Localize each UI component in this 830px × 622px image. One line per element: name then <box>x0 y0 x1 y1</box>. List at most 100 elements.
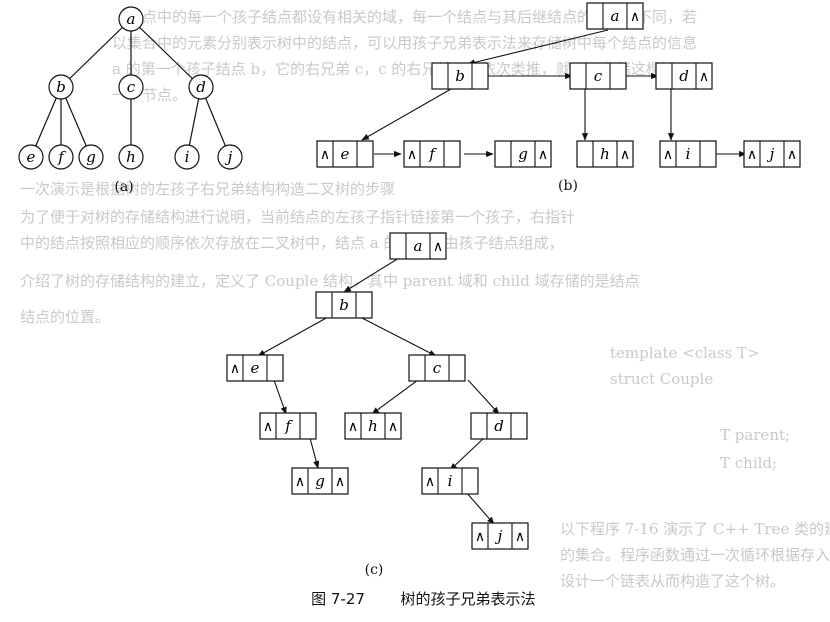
next-sibling-pointer: ∧ <box>335 474 345 490</box>
node-value: a <box>414 237 423 255</box>
bg-line: T child; <box>720 454 777 472</box>
c-node-g: ∧ g ∧ <box>291 467 349 495</box>
node-value: f <box>428 145 437 163</box>
first-child-pointer: ∧ <box>663 147 673 163</box>
caption-number: 图 7-27 <box>311 590 365 608</box>
tree-a: a b c d e f g h i j (a) <box>18 6 243 195</box>
c-node-j: ∧ j ∧ <box>471 522 529 550</box>
node-box <box>470 412 528 440</box>
arrow-b-e <box>257 316 329 357</box>
bg-line: 介绍了树的存储结构的建立，定义了 Couple 结构，其中 parent 域和 … <box>20 272 640 290</box>
node-box <box>471 522 529 550</box>
next-sibling-pointer: ∧ <box>433 239 443 255</box>
background-bleed-text: （结点中的每一个孩子结点都设有相关的域，每一个结点与其后继结点的关系都不同，若 … <box>20 8 830 590</box>
first-child-pointer: ∧ <box>425 474 435 490</box>
bg-line: a 的第一个孩子结点 b，它的右兄弟 c，c 的右兄弟 d，依次类推，就可以存储… <box>112 60 676 78</box>
arrow-c-h <box>371 379 419 415</box>
node-value: g <box>315 472 325 490</box>
node-e: e <box>18 144 44 170</box>
node-value: h <box>600 145 610 163</box>
b-node-b: b <box>431 62 489 90</box>
next-sibling-pointer: ∧ <box>515 529 525 545</box>
b-node-a: a∧ <box>586 2 644 30</box>
node-label: j <box>225 148 233 166</box>
c-node-h: ∧h∧ <box>344 412 402 440</box>
node-label: h <box>126 148 136 166</box>
b-node-i: ∧i <box>659 140 717 168</box>
first-child-pointer: ∧ <box>475 529 485 545</box>
c-node-i: ∧i <box>421 467 479 495</box>
edge-a-d <box>130 18 202 88</box>
node-box <box>291 467 349 495</box>
sub-label-c: (c) <box>365 562 384 578</box>
node-value: b <box>339 296 349 314</box>
edge-b-e <box>30 86 62 158</box>
node-box <box>408 354 466 382</box>
node-value: h <box>368 417 378 435</box>
c-node-e: ∧e <box>226 354 284 382</box>
b-node-g: g∧ <box>494 140 552 168</box>
sub-label-b: (b) <box>558 178 578 194</box>
arrow-e-f <box>273 379 287 415</box>
node-c: c <box>118 74 144 100</box>
node-box <box>344 412 402 440</box>
node-label: g <box>86 148 96 166</box>
bg-line: 结点的位置。 <box>20 308 110 326</box>
arrow-a-b <box>343 257 400 293</box>
c-node-d: d <box>470 412 528 440</box>
node-box <box>655 62 713 90</box>
b-node-e: ∧e <box>316 140 374 168</box>
node-box <box>659 140 717 168</box>
node-value: c <box>433 359 442 377</box>
node-box <box>403 140 461 168</box>
bg-line: 以集合中的元素分别表示树中的结点，可以用孩子兄弟表示法来存储树中每个结点的信息 <box>112 34 697 52</box>
next-sibling-pointer: ∧ <box>630 9 640 25</box>
node-value: g <box>518 145 528 163</box>
node-value: i <box>686 145 691 163</box>
next-sibling-pointer: ∧ <box>538 147 548 163</box>
edge-d-j <box>200 86 231 158</box>
bg-line: 设计一个链表从而构造了这个树。 <box>560 572 785 590</box>
first-child-pointer: ∧ <box>320 147 330 163</box>
node-label: a <box>127 10 136 28</box>
node-box <box>226 354 284 382</box>
bg-line: struct Couple <box>610 370 713 388</box>
next-sibling-pointer: ∧ <box>620 147 630 163</box>
node-label: b <box>56 78 66 96</box>
node-g: g <box>78 144 104 170</box>
bg-line: template <class T> <box>610 344 760 362</box>
node-f: f <box>48 144 74 170</box>
b-node-f: ∧f <box>403 140 461 168</box>
node-label: d <box>196 78 206 96</box>
b-node-c: c <box>569 62 627 90</box>
node-value: i <box>448 472 453 490</box>
node-value: b <box>455 67 465 85</box>
node-value: a <box>611 7 620 25</box>
node-box <box>315 291 373 319</box>
next-sibling-pointer: ∧ <box>699 69 709 85</box>
edge-b-g <box>60 86 92 158</box>
node-value: e <box>251 359 260 377</box>
b-node-j: ∧j∧ <box>743 140 801 168</box>
bg-line: T parent; <box>720 426 790 444</box>
node-value: e <box>341 145 350 163</box>
node-box <box>576 140 634 168</box>
node-value: j <box>495 527 503 545</box>
node-value: d <box>494 417 504 435</box>
first-child-pointer: ∧ <box>230 361 240 377</box>
node-value: j <box>767 145 775 163</box>
node-label: i <box>185 148 190 166</box>
bg-line: 为了便于对树的存储结构进行说明，当前结点的左孩子指针链接第一个孩子，右指针 <box>20 208 575 226</box>
first-child-pointer: ∧ <box>295 474 305 490</box>
node-box <box>259 412 317 440</box>
sub-label-a: (a) <box>114 179 133 195</box>
bg-line: 中的结点按照相应的顺序依次存放在二叉树中，结点 a 的左子树由孩子结点组成， <box>20 234 563 252</box>
node-label: c <box>127 78 136 96</box>
edge-a-b <box>60 18 132 88</box>
arrow-f-g <box>309 437 320 469</box>
c-node-b: b <box>315 291 373 319</box>
first-child-pointer: ∧ <box>263 419 273 435</box>
